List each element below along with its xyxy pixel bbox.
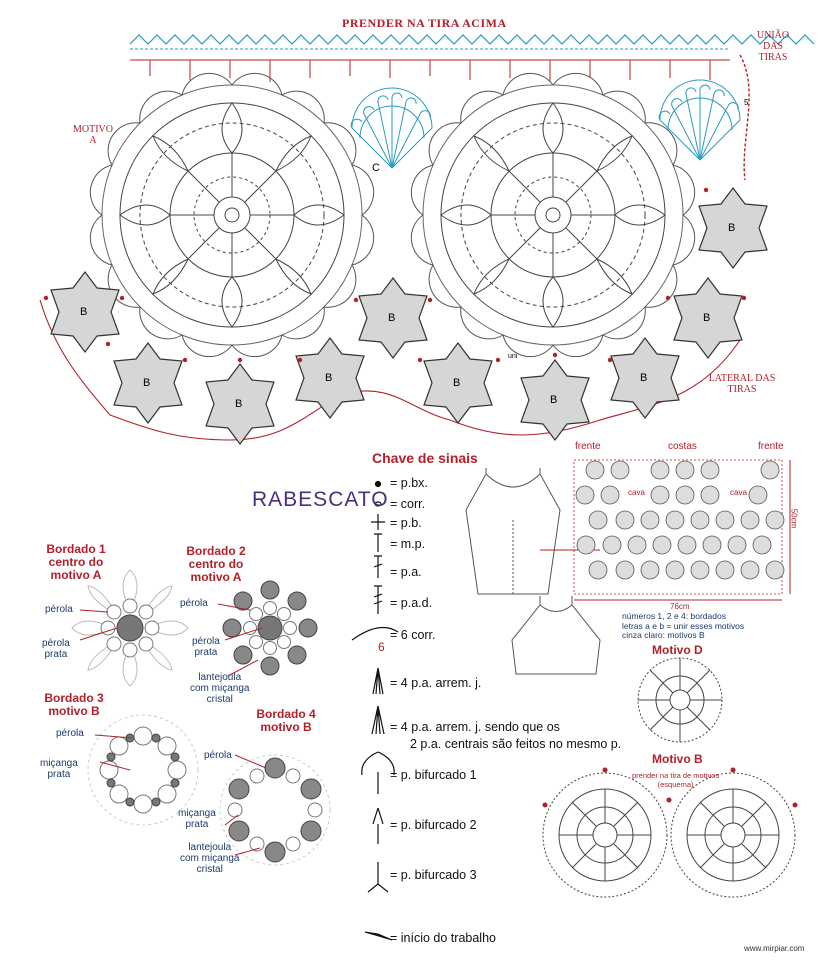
b-label-8: B xyxy=(640,372,648,384)
key-4pa-alt-2: 2 p.a. centrais são feitos no mesmo p. xyxy=(410,737,622,751)
layout-grid xyxy=(573,459,791,601)
teal-fan-right xyxy=(658,79,741,161)
key-six-label: 6 xyxy=(378,640,385,654)
start-arrow-icon xyxy=(364,931,393,941)
top-instruction: PRENDER NA TIRA ACIMA xyxy=(342,16,507,30)
key-start: = início do trabalho xyxy=(390,931,496,945)
key-title: Chave de sinais xyxy=(372,450,478,466)
key-bif2: = p. bifurcado 2 xyxy=(390,818,477,832)
layout-height: 50cm xyxy=(789,508,799,529)
motif-a-right xyxy=(410,72,696,358)
b-label-6: B xyxy=(453,377,461,389)
b-label-10: B xyxy=(728,222,736,234)
layout-cava-right: cava xyxy=(730,488,747,497)
b-label-4: B xyxy=(325,372,333,384)
c-marker: C xyxy=(372,162,380,174)
bordado-2-figure xyxy=(222,580,318,676)
key-mp: = m.p. xyxy=(390,537,426,551)
b-label-3: B xyxy=(235,398,243,410)
layout-width: 76cm xyxy=(670,602,690,611)
watermark: www.mirpiar.com xyxy=(744,944,805,953)
key-pb: = p.b. xyxy=(390,516,422,530)
teal-fan-left xyxy=(350,87,433,169)
key-pbx: = p.bx. xyxy=(390,476,428,490)
dress-back xyxy=(511,596,601,675)
b-label-5: B xyxy=(388,312,396,324)
layout-costas: costas xyxy=(668,441,697,452)
motif-a-left xyxy=(89,72,375,358)
uni-marker: uni xyxy=(508,353,518,360)
b-label-7: B xyxy=(550,394,558,406)
row-marker: 5 xyxy=(744,98,749,107)
b-label-9: B xyxy=(703,312,711,324)
motivo-b-figure-left xyxy=(542,772,668,898)
top-chain-zigzag xyxy=(129,34,815,82)
key-pad: = p.a.d. xyxy=(390,596,433,610)
bordado-4-figure xyxy=(219,754,331,866)
b-label-2: B xyxy=(143,377,151,389)
key-bif1: = p. bifurcado 1 xyxy=(390,768,477,782)
key-pa: = p.a. xyxy=(390,565,422,579)
motivo-d-title: Motivo D xyxy=(652,643,703,657)
join-dots xyxy=(43,187,747,363)
motivo-d-figure xyxy=(637,657,723,743)
bordado-1-perola: pérola xyxy=(45,604,73,615)
bordado-1-figure xyxy=(71,569,189,687)
layout-cava-left: cava xyxy=(628,488,645,497)
key-4pa: = 4 p.a. arrem. j. xyxy=(390,676,482,690)
dress-front xyxy=(465,468,561,595)
key-corr: = corr. xyxy=(390,497,426,511)
motivo-b-figure-right xyxy=(670,772,796,898)
layout-frente-right: frente xyxy=(758,441,784,452)
key-4pa-alt: = 4 p.a. arrem. j. sendo que os xyxy=(390,720,560,734)
b-label-1: B xyxy=(80,306,88,318)
side-chain xyxy=(739,54,750,181)
brand-logo: RABESCATO xyxy=(252,488,389,511)
key-bif3: = p. bifurcado 3 xyxy=(390,868,477,882)
bordado-2-perola: pérola xyxy=(180,598,208,609)
key-symbols xyxy=(351,480,399,893)
motivo-b-title: Motivo B xyxy=(652,752,703,766)
bordado-4-perola: pérola xyxy=(204,750,232,761)
key-6corr: = 6 corr. xyxy=(390,628,436,642)
layout-frente-left: frente xyxy=(575,441,601,452)
motivo-b-note: prender na tira de motivos(esquema) xyxy=(632,771,720,789)
bordado-3-perola: pérola xyxy=(56,728,84,739)
